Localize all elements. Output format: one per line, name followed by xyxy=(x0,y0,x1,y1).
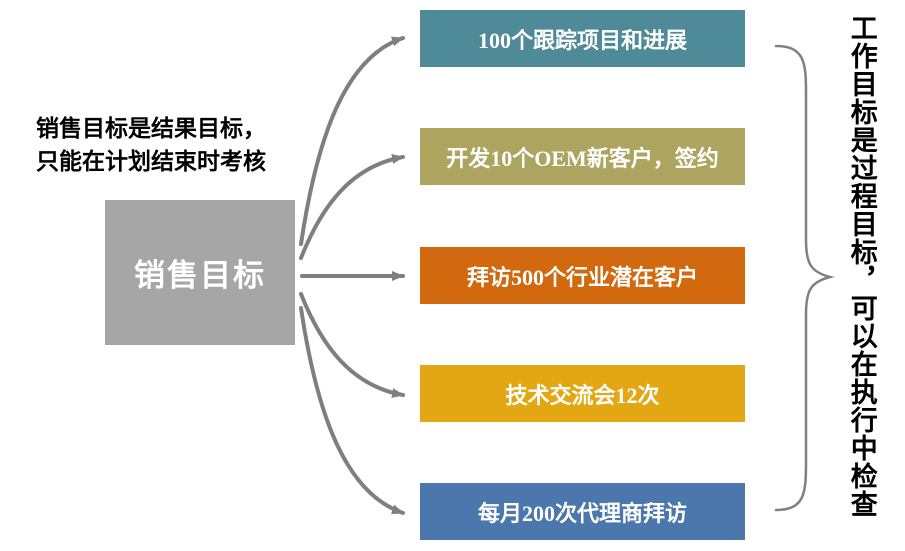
right-note: 工作目标是过程目标，可以在执行中检查 xyxy=(846,14,877,518)
left-note-line-1: 销售目标是结果目标， xyxy=(36,116,266,141)
item-box-visit-prospects: 拜访500个行业潜在客户 xyxy=(420,247,745,304)
item-box-agent-visits: 每月200次代理商拜访 xyxy=(420,483,745,540)
main-goal-label: 销售目标 xyxy=(134,258,266,293)
item-label: 开发10个OEM新客户，签约 xyxy=(446,145,719,171)
connector-arrow-5 xyxy=(299,306,405,515)
connector-arrow-4 xyxy=(299,292,405,399)
item-box-oem-customers: 开发10个OEM新客户，签约 xyxy=(420,128,745,185)
item-label: 100个跟踪项目和进展 xyxy=(477,27,687,53)
item-label: 每月200次代理商拜访 xyxy=(477,500,687,526)
item-label: 拜访500个行业潜在客户 xyxy=(466,264,698,290)
item-box-tracking-projects: 100个跟踪项目和进展 xyxy=(420,10,745,67)
right-brace xyxy=(774,44,835,512)
connector-arrow-1 xyxy=(299,36,405,246)
left-note: 销售目标是结果目标， 只能在计划结束时考核 xyxy=(6,112,296,179)
main-goal-box: 销售目标 xyxy=(105,200,295,345)
left-note-line-2: 只能在计划结束时考核 xyxy=(36,149,266,175)
connector-arrow-2 xyxy=(299,153,405,260)
item-label: 技术交流会12次 xyxy=(505,382,660,408)
item-box-tech-seminars: 技术交流会12次 xyxy=(420,365,745,422)
